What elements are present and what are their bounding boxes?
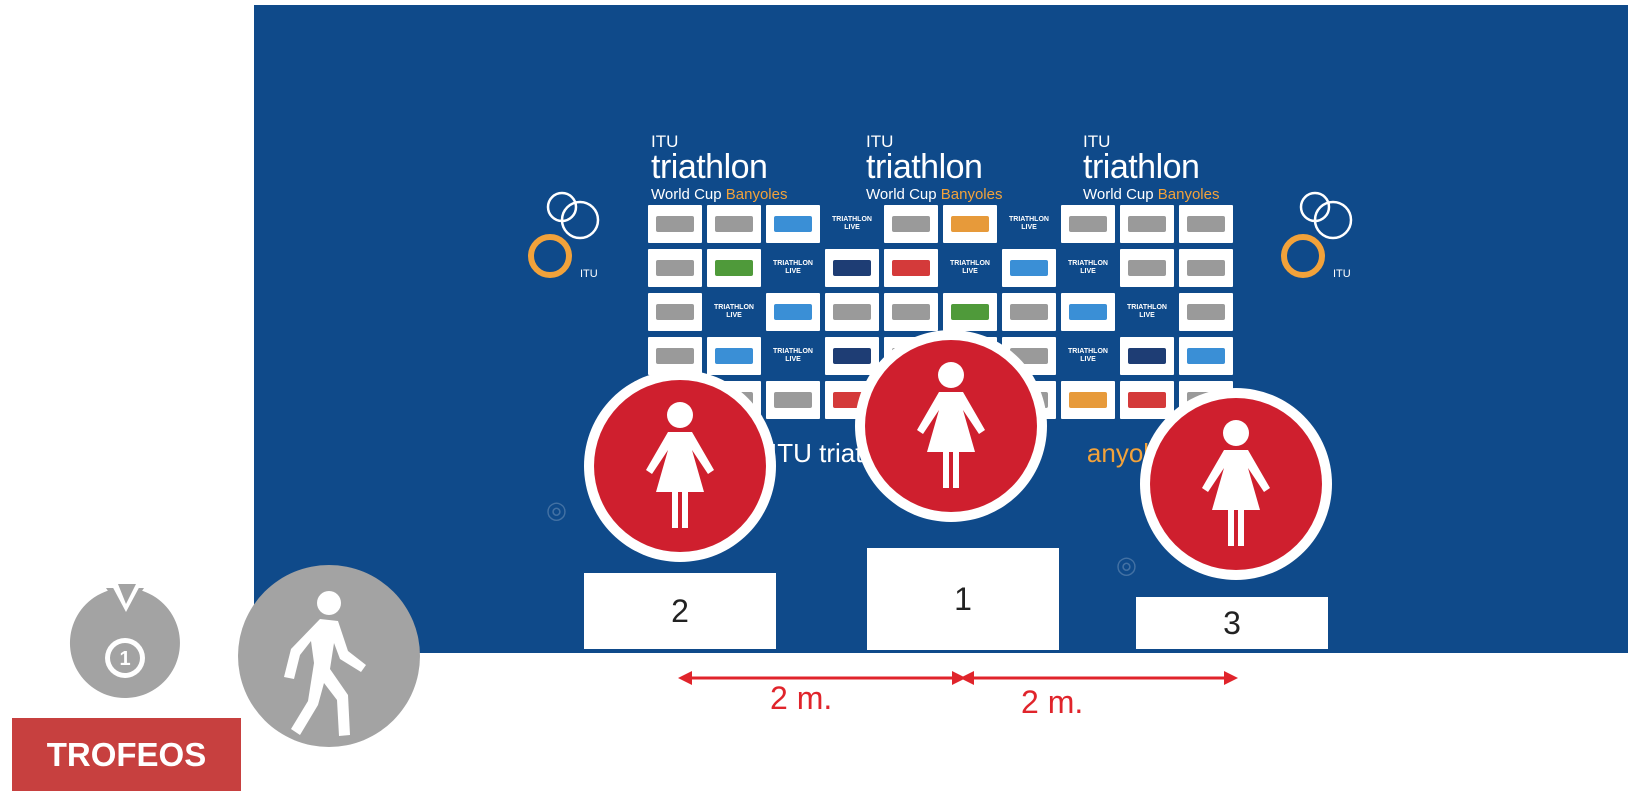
logo-triathlon-text: triathlon xyxy=(651,148,768,186)
sponsor-logo-icon xyxy=(766,205,820,243)
watermark-icon: ◎ xyxy=(1116,552,1137,579)
sponsor-logo-icon xyxy=(1061,293,1115,331)
logo-city-text: Banyoles xyxy=(725,186,788,203)
podium-rank: 1 xyxy=(954,580,972,617)
distance-label-left: 2 m. xyxy=(770,680,833,716)
logo-city-text: Banyoles xyxy=(940,186,1003,203)
podium-backdrop xyxy=(254,5,1628,653)
logo-world-cup-text: World Cup xyxy=(866,186,937,203)
podium-rank: 2 xyxy=(671,592,689,629)
sponsor-tile-label: TRIATHLON LIVE xyxy=(950,260,990,275)
event-logo: ITU triathlon World Cup Banyoles xyxy=(866,133,1002,202)
distance-label-right: 2 m. xyxy=(1021,684,1084,720)
podium-rank: 3 xyxy=(1223,604,1241,641)
sponsor-logo-icon xyxy=(1061,205,1115,243)
sponsor-logo-icon xyxy=(648,205,702,243)
podium-box-third: 3 xyxy=(1136,597,1328,649)
sponsor-logo-icon xyxy=(825,293,879,331)
trofeos-label: TROFEOS xyxy=(12,718,241,791)
sponsor-tile-label: TRIATHLON LIVE xyxy=(773,348,813,363)
logo-world-cup-text: World Cup xyxy=(1083,186,1154,203)
athlete-second xyxy=(584,370,776,562)
sponsor-tile-label: TRIATHLON LIVE xyxy=(1068,260,1108,275)
sponsor-tile-label: TRIATHLON LIVE xyxy=(1009,216,1049,231)
trofeos-text: TROFEOS xyxy=(46,735,207,773)
logo-world-cup-text: World Cup xyxy=(651,186,722,203)
sponsor-logo-icon xyxy=(1120,249,1174,287)
sponsor-logo-icon xyxy=(1179,293,1233,331)
sponsor-logo-icon xyxy=(1120,381,1174,419)
athlete-first xyxy=(855,330,1047,522)
sponsor-logo-icon xyxy=(884,205,938,243)
logo-triathlon-text: triathlon xyxy=(866,148,983,186)
person-icon xyxy=(917,362,985,488)
sponsor-logo-icon xyxy=(707,205,761,243)
itu-rings-icon: ITU xyxy=(522,190,618,291)
sponsor-logo-icon xyxy=(825,337,879,375)
sponsor-logo-icon xyxy=(1179,249,1233,287)
athlete-third xyxy=(1140,388,1332,580)
logo-triathlon-text: triathlon xyxy=(1083,148,1200,186)
person-icon xyxy=(1202,420,1270,546)
itu-mark-label: ITU xyxy=(1333,268,1351,280)
watermark-icon: ◎ xyxy=(546,497,567,524)
logo-itu-text: ITU xyxy=(866,132,894,151)
sponsor-logo-icon xyxy=(943,293,997,331)
podium-box-first: 1 xyxy=(867,548,1059,650)
sponsor-logo-icon xyxy=(884,293,938,331)
sponsor-logo-icon xyxy=(1120,205,1174,243)
sponsor-logo-icon xyxy=(1179,337,1233,375)
sponsor-logo-icon xyxy=(825,249,879,287)
svg-text:1: 1 xyxy=(119,648,130,670)
logo-itu-text: ITU xyxy=(1083,132,1111,151)
sponsor-logo-icon xyxy=(648,293,702,331)
sponsor-logo-icon xyxy=(884,249,938,287)
sponsor-logo-icon xyxy=(1179,205,1233,243)
sponsor-tile-label: TRIATHLON LIVE xyxy=(1127,304,1167,319)
sponsor-logo-icon xyxy=(648,337,702,375)
sponsor-logo-icon xyxy=(766,293,820,331)
sponsor-logo-icon xyxy=(943,205,997,243)
itu-mark-label: ITU xyxy=(580,268,598,280)
sponsor-logo-icon xyxy=(707,337,761,375)
person-icon xyxy=(646,402,714,528)
sponsor-tile-label: TRIATHLON LIVE xyxy=(714,304,754,319)
sponsor-logo-icon xyxy=(766,381,820,419)
sponsor-logo-icon xyxy=(1002,249,1056,287)
event-logo: ITU triathlon World Cup Banyoles xyxy=(1083,133,1219,202)
sponsor-tile-label: TRIATHLON LIVE xyxy=(832,216,872,231)
medal-icon: 1 xyxy=(69,582,180,698)
logo-itu-text: ITU xyxy=(651,132,679,151)
sponsor-logo-icon xyxy=(707,249,761,287)
sponsor-logo-icon xyxy=(1120,337,1174,375)
itu-rings-icon: ITU xyxy=(1275,190,1371,291)
sponsor-logo-icon xyxy=(1002,293,1056,331)
event-logo: ITU triathlon World Cup Banyoles xyxy=(651,133,787,202)
sponsor-logo-icon xyxy=(1002,337,1056,375)
logo-city-text: Banyoles xyxy=(1157,186,1220,203)
sponsor-logo-icon xyxy=(648,249,702,287)
walking-person-icon xyxy=(238,565,420,747)
double-arrow-icon xyxy=(678,671,1238,685)
podium-box-second: 2 xyxy=(584,573,776,649)
sponsor-logo-icon xyxy=(1061,381,1115,419)
sponsor-tile-label: TRIATHLON LIVE xyxy=(773,260,813,275)
sponsor-tile-label: TRIATHLON LIVE xyxy=(1068,348,1108,363)
